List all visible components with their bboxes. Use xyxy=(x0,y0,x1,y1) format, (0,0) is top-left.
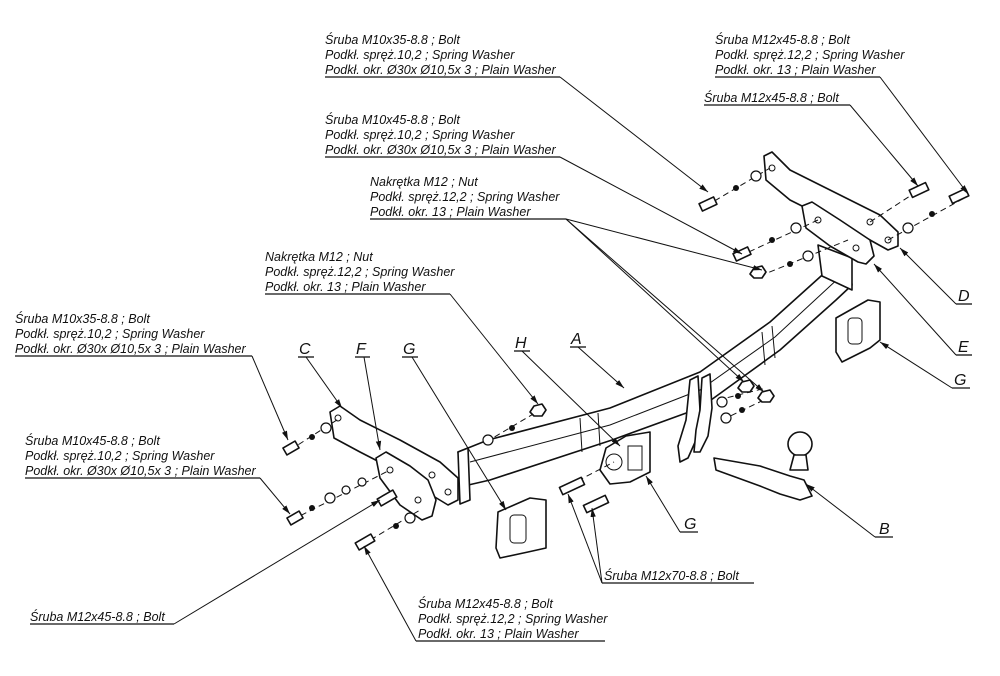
callout-line: Podkł. spręż.10,2 ; Spring Washer xyxy=(25,449,215,463)
callout-top-right-1: Śruba M12x45-8.8 ; Bolt Podkł. spręż.12,… xyxy=(715,32,905,77)
fasteners xyxy=(282,167,970,551)
callout-line: Śruba M12x45-8.8 ; Bolt xyxy=(30,609,165,624)
callout-line: Podkł. spręż.10,2 ; Spring Washer xyxy=(325,128,515,142)
part-letter-c: C xyxy=(299,341,311,358)
part-letter-h: H xyxy=(515,335,527,352)
callout-line: Podkł. spręż.12,2 ; Spring Washer xyxy=(265,265,455,279)
part-letter-e: E xyxy=(958,339,969,356)
part-letter-d: D xyxy=(958,288,970,305)
plate-part-g-left xyxy=(495,497,547,559)
callout-line: Śruba M12x70-8.8 ; Bolt xyxy=(604,568,739,583)
callout-left-2: Śruba M10x45-8.8 ; Bolt Podkł. spręż.10,… xyxy=(25,433,257,478)
callout-bottom-m12x70: Śruba M12x70-8.8 ; Bolt xyxy=(604,568,739,583)
callout-left-1: Śruba M10x35-8.8 ; Bolt Podkł. spręż.10,… xyxy=(15,311,247,356)
callout-line: Podkł. okr. Ø30x Ø10,5x 3 ; Plain Washer xyxy=(325,143,557,157)
callout-line: Podkł. spręż.10,2 ; Spring Washer xyxy=(15,327,205,341)
crossbar-part-a xyxy=(457,244,853,505)
callout-line: Podkł. okr. 13 ; Plain Washer xyxy=(715,63,876,77)
callout-line: Podkł. spręż.12,2 ; Spring Washer xyxy=(418,612,608,626)
callout-top-right-2: Śruba M12x45-8.8 ; Bolt xyxy=(704,90,839,105)
callout-line: Podkł. okr. Ø30x Ø10,5x 3 ; Plain Washer xyxy=(15,342,247,356)
callout-bottom-left: Śruba M12x45-8.8 ; Bolt xyxy=(30,609,165,624)
callout-line: Śruba M10x45-8.8 ; Bolt xyxy=(25,433,160,448)
callout-bottom-center: Śruba M12x45-8.8 ; Bolt Podkł. spręż.12,… xyxy=(418,596,608,641)
callout-line: Podkł. okr. 13 ; Plain Washer xyxy=(418,627,579,641)
callout-line: Podkł. okr. Ø30x Ø10,5x 3 ; Plain Washer xyxy=(25,464,257,478)
ball-mount-bracket xyxy=(677,373,713,463)
callout-line: Podkł. spręż.10,2 ; Spring Washer xyxy=(325,48,515,62)
callout-line: Podkł. okr. Ø30x Ø10,5x 3 ; Plain Washer xyxy=(325,63,557,77)
ball-neck-part-b xyxy=(713,431,813,501)
callout-line: Śruba M12x45-8.8 ; Bolt xyxy=(715,32,850,47)
plate-part-g-right xyxy=(835,299,881,363)
callout-line: Podkł. spręż.12,2 ; Spring Washer xyxy=(715,48,905,62)
callout-line: Śruba M10x45-8.8 ; Bolt xyxy=(325,112,460,127)
callout-line: Śruba M12x45-8.8 ; Bolt xyxy=(704,90,839,105)
callout-line: Podkł. spręż.12,2 ; Spring Washer xyxy=(370,190,560,204)
callout-line: Podkł. okr. 13 ; Plain Washer xyxy=(265,280,426,294)
callout-line: Śruba M10x35-8.8 ; Bolt xyxy=(15,311,150,326)
part-letter-b: B xyxy=(879,521,890,538)
callout-line: Podkł. okr. 13 ; Plain Washer xyxy=(370,205,531,219)
part-letter-g-center: G xyxy=(684,516,696,533)
callout-center-nut-2: Nakrętka M12 ; Nut Podkł. spręż.12,2 ; S… xyxy=(265,250,455,294)
part-letter-f: F xyxy=(356,341,367,358)
callout-top-center-1: Śruba M10x35-8.8 ; Bolt Podkł. spręż.10,… xyxy=(325,32,557,77)
part-letter-a: A xyxy=(570,331,582,348)
callout-line: Śruba M12x45-8.8 ; Bolt xyxy=(418,596,553,611)
callout-center-nut-1: Nakrętka M12 ; Nut Podkł. spręż.12,2 ; S… xyxy=(370,175,560,219)
callout-line: Śruba M10x35-8.8 ; Bolt xyxy=(325,32,460,47)
callout-top-center-2: Śruba M10x45-8.8 ; Bolt Podkł. spręż.10,… xyxy=(325,112,557,157)
leader-lines xyxy=(15,76,972,642)
bracket-part-d xyxy=(763,151,899,251)
callout-line: Nakrętka M12 ; Nut xyxy=(370,175,478,189)
part-letter-g-right: G xyxy=(954,372,966,389)
bracket-part-e xyxy=(801,201,875,265)
callout-line: Nakrętka M12 ; Nut xyxy=(265,250,373,264)
part-letter-g-left: G xyxy=(403,341,415,358)
